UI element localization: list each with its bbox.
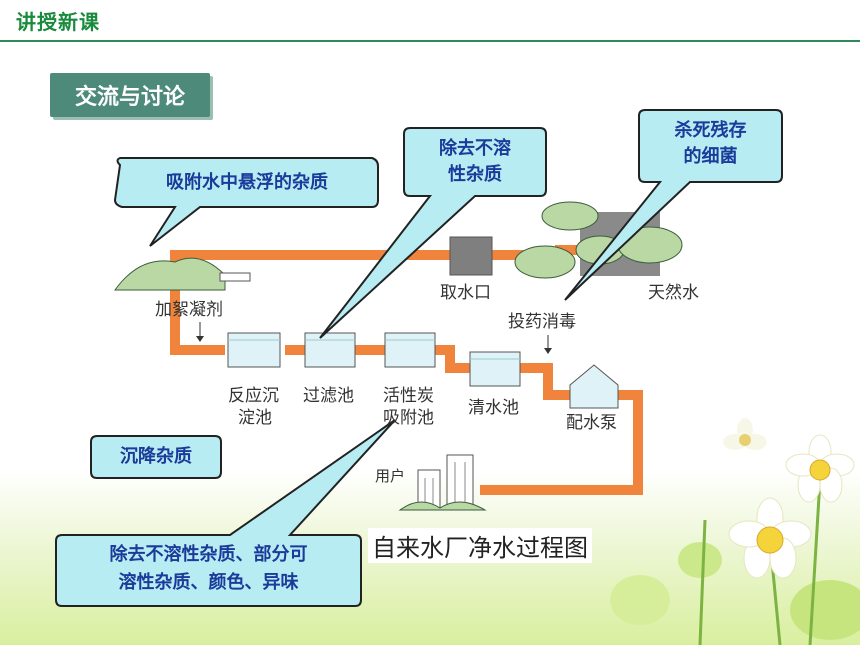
callout-remove-insoluble-line2: 性杂质: [448, 164, 502, 185]
carbon-tank-shape: [384, 332, 436, 368]
carbon-tank-label-1: 活性炭: [383, 386, 434, 406]
callout-kill-bacteria-bubble: [564, 109, 783, 301]
user-buildings: [398, 454, 487, 511]
disinfection-label: 投药消毒: [508, 312, 576, 332]
callout-settle-text: 沉降杂质: [120, 446, 192, 467]
intake-building: [449, 236, 493, 276]
coagulant-arrow: [196, 322, 204, 342]
callout-kill-bacteria-line2: 的细菌: [683, 146, 738, 167]
pump-label: 配水泵: [566, 413, 617, 433]
callout-remove-insoluble-bubble: [319, 127, 547, 339]
clear-water-tank-shape: [469, 351, 521, 387]
callout-adsorb-text: 吸附水中悬浮的杂质: [166, 172, 328, 193]
callout-carbon-bubble: [55, 419, 396, 607]
water-pipe: [170, 245, 660, 495]
callout-settle-bubble: [90, 435, 222, 479]
settling-tank-label-1: 反应沉: [228, 386, 279, 406]
header-divider: [0, 40, 860, 42]
section-label: 交流与讨论: [50, 73, 210, 117]
settling-tank-shape: [227, 332, 281, 368]
diagram-caption: 自来水厂净水过程图: [368, 528, 592, 563]
page-header: 讲授新课: [16, 10, 100, 34]
callout-carbon-line2: 溶性杂质、颜色、异味: [118, 572, 299, 593]
pump-shape: [569, 364, 619, 409]
filter-tank-label: 过滤池: [303, 386, 354, 406]
filter-tank-shape: [304, 332, 356, 368]
intake-label: 取水口: [440, 283, 491, 303]
callout-adsorb-bubble: [113, 157, 379, 247]
callout-carbon-line1: 除去不溶性杂质、部分可: [109, 544, 308, 565]
coagulant-label: 加絮凝剂: [155, 300, 223, 320]
flower-decoration: [610, 418, 860, 645]
coagulant-scene: [114, 257, 251, 291]
user-label: 用户: [375, 467, 406, 485]
callout-remove-insoluble-line1: 除去不溶: [439, 138, 511, 159]
settling-tank-label-2: 淀池: [238, 408, 272, 428]
natural-water-label: 天然水: [648, 283, 699, 303]
carbon-tank-label-2: 吸附池: [383, 408, 434, 428]
callout-kill-bacteria-line1: 杀死残存: [674, 120, 747, 141]
clear-water-tank-label: 清水池: [468, 398, 519, 418]
disinfection-arrow: [544, 335, 552, 354]
